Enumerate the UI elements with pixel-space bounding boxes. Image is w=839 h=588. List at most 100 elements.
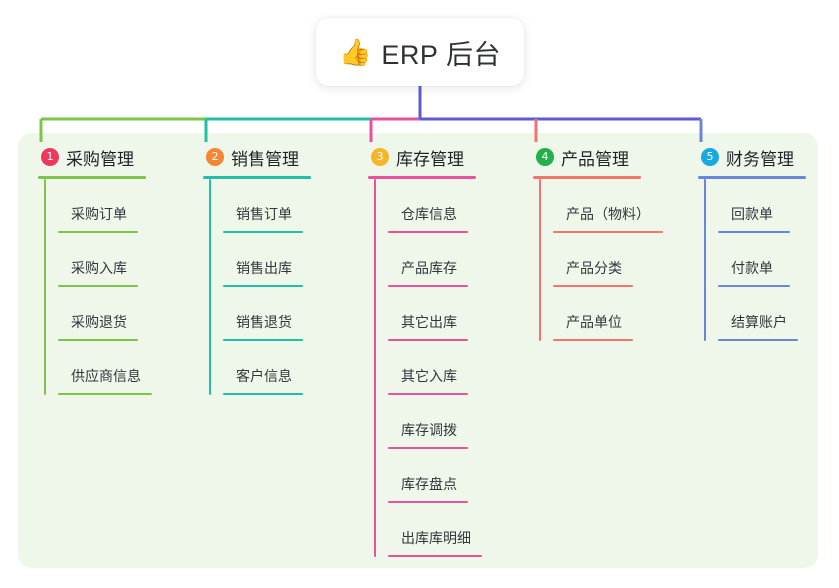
branch-spine [539,179,541,341]
leaf-item[interactable]: 产品（物料） [553,179,663,233]
leaf-item[interactable]: 供应商信息 [58,341,152,395]
leaf-item[interactable]: 产品分类 [553,233,641,287]
leaf-item-label: 结算账户 [731,314,787,330]
leaf-item-label: 仓库信息 [401,206,457,222]
branch-leaf-list: 仓库信息产品库存其它出库其它入库库存调拨库存盘点出库库明细 [374,179,482,557]
leaf-item[interactable]: 回款单 [718,179,806,233]
branch-leaf-list: 销售订单销售出库销售退货客户信息 [209,179,311,395]
leaf-item-label: 其它入库 [401,368,457,384]
leaf-item-label: 产品（物料） [566,206,650,222]
branch-index-badge: 4 [536,148,554,166]
leaf-item-rule [388,339,468,341]
leaf-item[interactable]: 出库库明细 [388,503,482,557]
leaf-item-rule [388,285,468,287]
branch-panel [18,133,818,568]
leaf-item-label: 客户信息 [236,368,292,384]
leaf-item[interactable]: 付款单 [718,233,806,287]
leaf-item[interactable]: 销售退货 [223,287,311,341]
leaf-item-label: 采购退货 [71,314,127,330]
leaf-item[interactable]: 客户信息 [223,341,311,395]
leaf-item[interactable]: 产品单位 [553,287,641,341]
leaf-item-rule [553,231,663,233]
branch-header-rule [203,176,311,179]
leaf-item-label: 回款单 [731,206,773,222]
leaf-item[interactable]: 采购入库 [58,233,146,287]
leaf-item[interactable]: 结算账户 [718,287,806,341]
leaf-item-label: 其它出库 [401,314,457,330]
leaf-item[interactable]: 采购退货 [58,287,146,341]
leaf-item[interactable]: 采购订单 [58,179,146,233]
leaf-item-rule [388,555,482,557]
leaf-item-label: 产品分类 [566,260,622,276]
leaf-item-rule [718,231,790,233]
branch-header-5[interactable]: 5 财务管理 [698,144,806,170]
branch-title: 产品管理 [561,149,629,169]
leaf-item-rule [58,231,138,233]
leaf-item-label: 库存盘点 [401,476,457,492]
branch-index-badge: 2 [206,148,224,166]
leaf-item-rule [718,339,798,341]
leaf-item-label: 销售出库 [236,260,292,276]
leaf-item-label: 出库库明细 [401,530,471,546]
branch-index-badge: 1 [41,148,59,166]
branch-title: 财务管理 [726,149,794,169]
branch-index-badge: 5 [701,148,719,166]
branch-title: 采购管理 [66,149,134,169]
branch-header-rule [533,176,641,179]
leaf-item[interactable]: 销售订单 [223,179,311,233]
branch-column-3: 3 库存管理仓库信息产品库存其它出库其它入库库存调拨库存盘点出库库明细 [368,144,482,557]
leaf-item[interactable]: 库存盘点 [388,449,476,503]
branch-title: 库存管理 [396,149,464,169]
leaf-item-rule [718,285,790,287]
branch-leaf-list: 产品（物料） 产品分类产品单位 [539,179,663,341]
thumbs-up-icon: 👍 [339,37,372,67]
leaf-item-label: 付款单 [731,260,773,276]
branch-header-3[interactable]: 3 库存管理 [368,144,476,170]
leaf-item[interactable]: 其它入库 [388,341,476,395]
branch-header-rule [38,176,146,179]
leaf-item-label: 采购入库 [71,260,127,276]
leaf-item-rule [388,447,468,449]
leaf-item-rule [553,339,633,341]
branch-leaf-list: 回款单付款单结算账户 [704,179,806,341]
branch-column-2: 2 销售管理销售订单销售出库销售退货客户信息 [203,144,311,395]
branch-column-5: 5 财务管理回款单付款单结算账户 [698,144,806,341]
branch-column-4: 4 产品管理产品（物料） 产品分类产品单位 [533,144,663,341]
leaf-item-rule [58,285,138,287]
leaf-item-rule [223,339,303,341]
leaf-item-rule [553,285,633,287]
leaf-item[interactable]: 库存调拨 [388,395,476,449]
leaf-item-rule [223,231,303,233]
root-node-title: ERP 后台 [381,39,501,70]
branch-spine [374,179,376,557]
leaf-item-label: 采购订单 [71,206,127,222]
leaf-item-label: 产品库存 [401,260,457,276]
branch-title: 销售管理 [231,149,299,169]
branch-leaf-list: 采购订单采购入库采购退货供应商信息 [44,179,152,395]
leaf-item-rule [388,501,468,503]
leaf-item[interactable]: 仓库信息 [388,179,476,233]
leaf-item-label: 库存调拨 [401,422,457,438]
leaf-item-rule [223,285,303,287]
branch-header-2[interactable]: 2 销售管理 [203,144,311,170]
leaf-item[interactable]: 销售出库 [223,233,311,287]
leaf-item-rule [388,393,468,395]
branch-header-1[interactable]: 1 采购管理 [38,144,146,170]
root-node[interactable]: 👍 ERP 后台 [316,18,524,86]
leaf-item-rule [388,231,468,233]
branch-header-rule [698,176,806,179]
branch-column-1: 1 采购管理采购订单采购入库采购退货供应商信息 [38,144,152,395]
branch-index-badge: 3 [371,148,389,166]
leaf-item-label: 产品单位 [566,314,622,330]
branch-header-4[interactable]: 4 产品管理 [533,144,641,170]
leaf-item[interactable]: 其它出库 [388,287,476,341]
branch-spine [44,179,46,395]
leaf-item[interactable]: 产品库存 [388,233,476,287]
leaf-item-label: 销售退货 [236,314,292,330]
branch-spine [704,179,706,341]
leaf-item-rule [58,339,138,341]
branch-header-rule [368,176,476,179]
leaf-item-label: 销售订单 [236,206,292,222]
branch-spine [209,179,211,395]
